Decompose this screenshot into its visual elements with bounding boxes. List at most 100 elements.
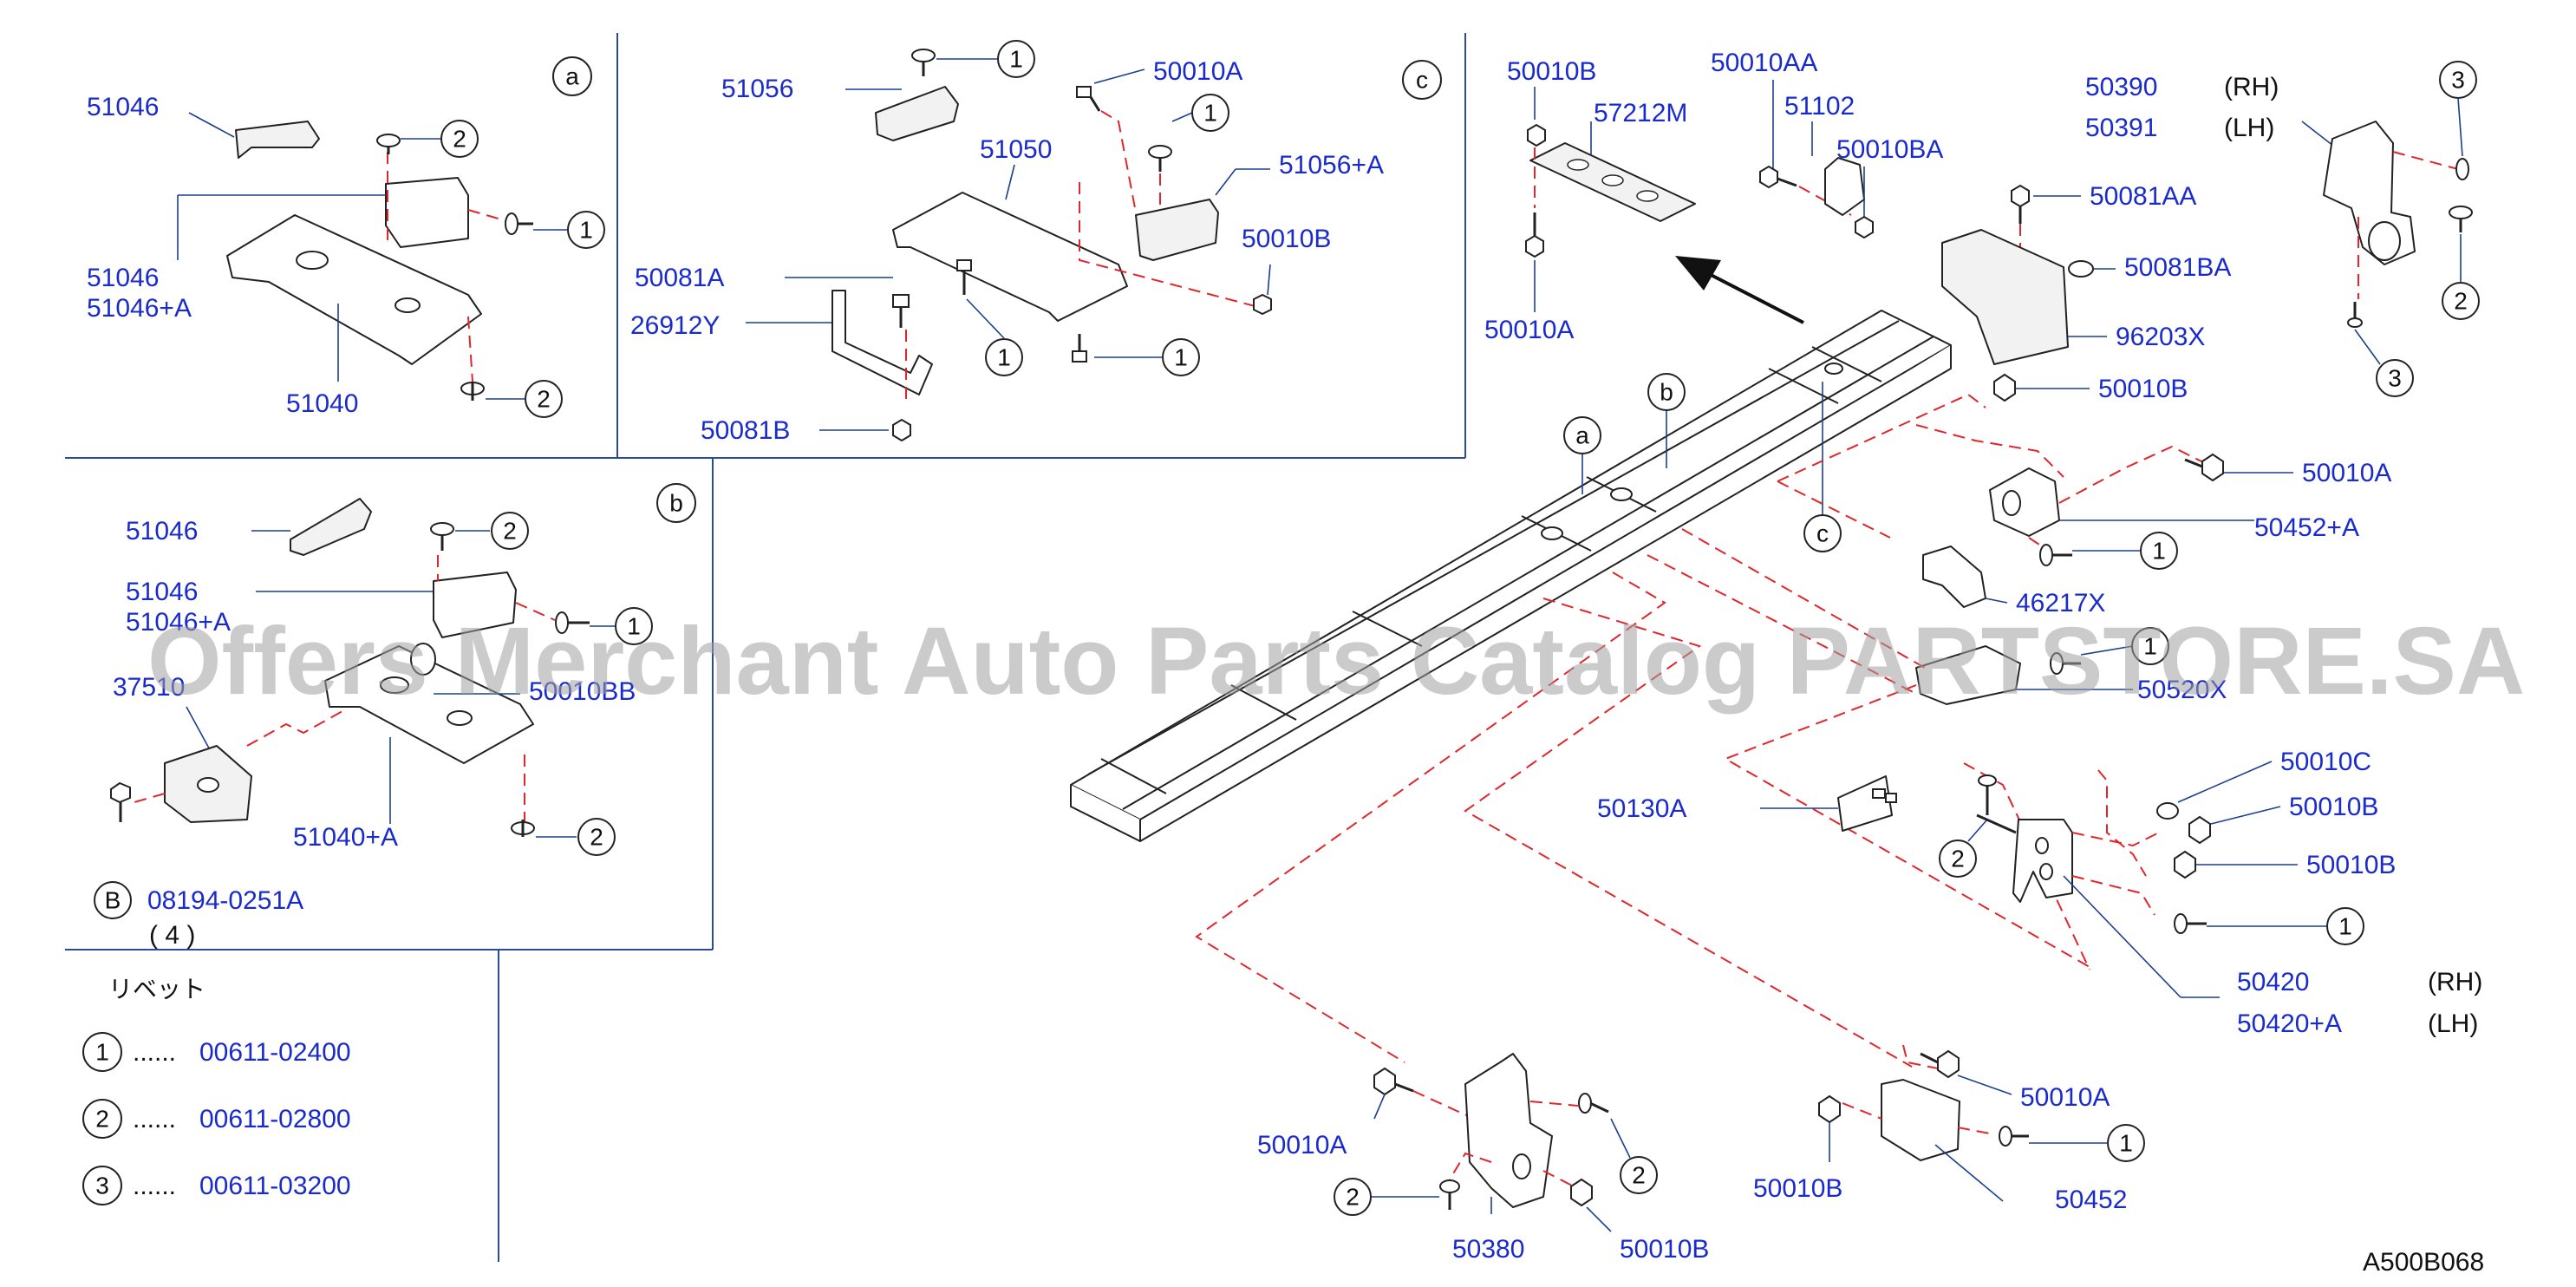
label-51046-a2: 51046 <box>87 264 159 292</box>
label-51102: 51102 <box>1784 92 1855 121</box>
nut-icon <box>1993 373 2016 402</box>
bolt-icon <box>1976 813 2017 834</box>
nut-icon <box>1855 215 1874 239</box>
label-51046-a1: 51046 <box>87 93 159 121</box>
rivet-icon <box>555 611 590 634</box>
label-51046-b2: 51046 <box>126 578 198 606</box>
callout-main-2-b2: 2 <box>1346 1184 1360 1211</box>
rivet-legend: リベット 1 ...... 00611-02400 2 ...... 00611… <box>82 976 351 1205</box>
right-top-parts: 50390 (RH) 50391 (LH) 3 2 3 <box>1941 61 2480 397</box>
bracket-96203X <box>1941 229 2069 365</box>
label-50081A: 50081A <box>635 264 724 292</box>
rivet-icon <box>2455 158 2469 180</box>
label-50010B-r1: 50010B <box>2098 375 2188 403</box>
rivet-icon <box>1999 1126 2029 1147</box>
bolt-icon <box>1373 1067 1414 1096</box>
clip-51102 <box>1824 157 1865 216</box>
callout-main-3-top: 3 <box>2451 67 2465 94</box>
label-51046A-b: 51046+A <box>126 608 231 637</box>
label-50010B-b2: 50010B <box>1620 1235 1709 1264</box>
legend-num-1: 1 <box>95 1039 109 1066</box>
section-tag-b-label: b <box>669 490 683 517</box>
label-50010A-top: 50010A <box>1484 316 1574 344</box>
frame-tag-a: a <box>1575 422 1589 449</box>
label-50081B: 50081B <box>701 416 790 445</box>
callout-main-2-mid: 2 <box>1951 846 1965 872</box>
label-50010BA: 50010BA <box>1836 135 1943 164</box>
nut-icon <box>1253 293 1272 316</box>
bolt-icon <box>1525 212 1544 258</box>
callout-c-1b: 1 <box>1203 100 1217 127</box>
legend-part-3: 00611-03200 <box>199 1172 351 1200</box>
washer-icon <box>2156 802 2179 820</box>
legend-num-3: 3 <box>95 1173 109 1199</box>
bolt-icon <box>892 294 910 328</box>
label-50130A: 50130A <box>1597 794 1686 823</box>
washer-icon <box>2068 260 2094 278</box>
top-parts: 50010B 57212M 50010A 50010AA 51102 50010… <box>1484 49 1943 344</box>
callout-main-3-bottom: 3 <box>2388 365 2402 392</box>
bolt-ref-circle <box>94 881 132 919</box>
bracket-51046-plus-a <box>385 177 469 248</box>
legend-part-1: 00611-02400 <box>199 1038 351 1067</box>
bolt-icon <box>1076 86 1101 112</box>
label-50081BA: 50081BA <box>2124 253 2231 282</box>
label-50010B-c: 50010B <box>1242 225 1331 253</box>
label-50010A-b2: 50010A <box>1257 1131 1347 1160</box>
crossmember-51040-plus-a <box>324 645 534 764</box>
bracket-50452A <box>1989 467 2060 537</box>
callout-c-1c: 1 <box>997 344 1011 371</box>
label-lh-2: (LH) <box>2428 1009 2478 1038</box>
label-50010B-r3: 50010B <box>2306 851 2396 879</box>
section-tag-a-label: a <box>565 63 579 90</box>
rivet-icon <box>2174 913 2207 934</box>
section-tag-c-label: c <box>1416 67 1428 94</box>
callout-a-1: 1 <box>579 217 593 244</box>
label-51040A: 51040+A <box>293 823 398 852</box>
nut-icon <box>1527 123 1546 147</box>
bolt-icon <box>2011 184 2030 224</box>
label-50010B-r2: 50010B <box>2289 793 2378 821</box>
section-tag-c <box>1402 60 1442 100</box>
nut-icon <box>1818 1094 1841 1124</box>
rivet-icon <box>911 49 936 76</box>
bushing-icon <box>410 643 436 676</box>
panel-dividers <box>65 33 1466 1262</box>
legend-num-2: 2 <box>95 1106 109 1133</box>
callout-b-2-bottom: 2 <box>590 824 603 851</box>
callout-c-1d: 1 <box>1174 344 1188 371</box>
bolt-icon <box>110 781 131 822</box>
legend-dots-1: ...... <box>133 1038 176 1067</box>
legend-dots-3: ...... <box>133 1172 176 1200</box>
label-51046A-a: 51046+A <box>87 294 192 323</box>
bracket-51046-b <box>290 498 372 556</box>
label-50010C: 50010C <box>2280 748 2371 776</box>
callout-main-1-d: 1 <box>2119 1130 2133 1157</box>
callout-a-2-bottom: 2 <box>537 386 551 413</box>
bolt-ref-letter: B <box>105 887 121 914</box>
watermark: Offers Merchant Auto Parts Catalog PARTS… <box>147 608 2525 715</box>
label-46217X: 46217X <box>2016 589 2105 617</box>
label-51046-b1: 51046 <box>126 517 198 546</box>
bolt-icon <box>2184 453 2224 482</box>
rivet-icon <box>376 134 401 154</box>
label-50380: 50380 <box>1452 1235 1524 1264</box>
rivet-icon <box>505 212 533 235</box>
guide-lines <box>1195 393 2090 1068</box>
callout-main-1-a: 1 <box>2152 538 2166 565</box>
label-50420: 50420 <box>2237 968 2309 996</box>
label-50452: 50452 <box>2055 1186 2127 1214</box>
label-50420A: 50420+A <box>2237 1009 2342 1038</box>
label-50390: 50390 <box>2085 73 2157 101</box>
label-50010BB: 50010BB <box>529 677 636 706</box>
bolt-icon <box>1759 165 1797 189</box>
nut-icon <box>892 418 911 442</box>
rivet-icon <box>2039 544 2072 566</box>
callout-b-2-top: 2 <box>503 518 517 545</box>
bracket-51046 <box>235 121 320 159</box>
label-50010A-r1: 50010A <box>2302 459 2391 487</box>
label-51056A: 51056+A <box>1279 151 1384 180</box>
bolt-icon <box>1072 334 1087 363</box>
label-51056: 51056 <box>721 75 793 103</box>
